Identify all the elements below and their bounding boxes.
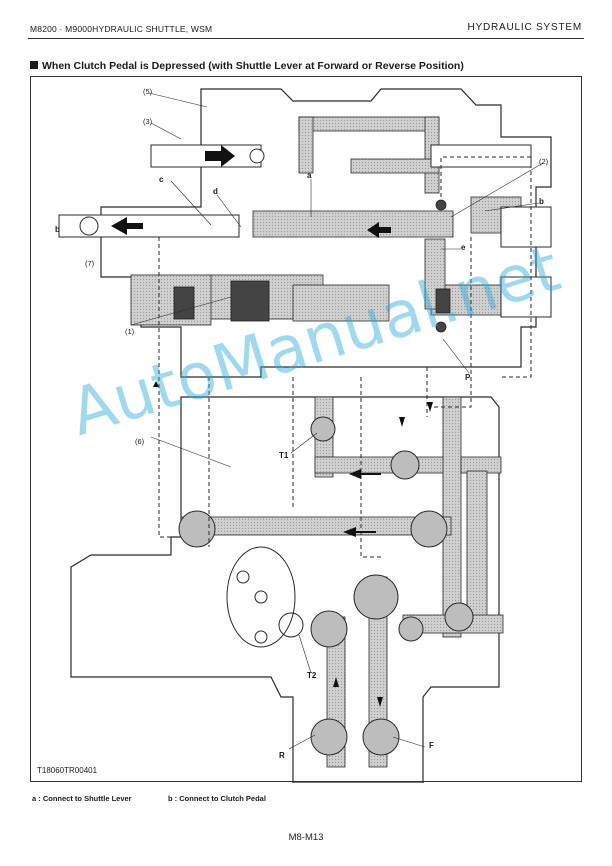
label-t2: T2	[307, 671, 317, 680]
section-title: When Clutch Pedal is Depressed (with Shu…	[30, 60, 464, 72]
label-d: d	[213, 187, 218, 196]
label-7: (7)	[85, 259, 95, 268]
hydraulic-schematic-drawing	[58, 88, 552, 783]
page-number: M8-M13	[288, 832, 324, 843]
label-e: e	[461, 243, 466, 252]
header-divider	[28, 38, 584, 39]
figure-id: T18060TR00401	[37, 766, 98, 775]
label-r: R	[279, 751, 285, 760]
legend-b: b : Connect to Clutch Pedal	[168, 794, 266, 803]
header-manual-title: M8200 · M9000HYDRAULIC SHUTTLE, WSM	[30, 24, 213, 34]
label-1: (1)	[125, 327, 135, 336]
label-a: a	[307, 171, 312, 180]
label-5: (5)	[143, 87, 153, 96]
legend-a: a : Connect to Shuttle Lever	[32, 794, 132, 803]
header-section-name: HYDRAULIC SYSTEM	[467, 22, 582, 33]
label-t1: T1	[279, 451, 289, 460]
label-6: (6)	[135, 437, 145, 446]
square-bullet-icon	[30, 61, 38, 69]
label-c: c	[159, 175, 164, 184]
label-f: F	[429, 741, 434, 750]
section-title-text: When Clutch Pedal is Depressed (with Shu…	[42, 60, 464, 72]
label-b-left: b	[55, 225, 60, 234]
label-3: (3)	[143, 117, 153, 126]
label-p: P	[465, 373, 471, 382]
label-b-right: b	[539, 197, 544, 206]
hydraulic-diagram: (5) (3) (2) c d a b b (7) e (1) P (6) T1…	[30, 76, 582, 783]
label-2: (2)	[539, 157, 549, 166]
